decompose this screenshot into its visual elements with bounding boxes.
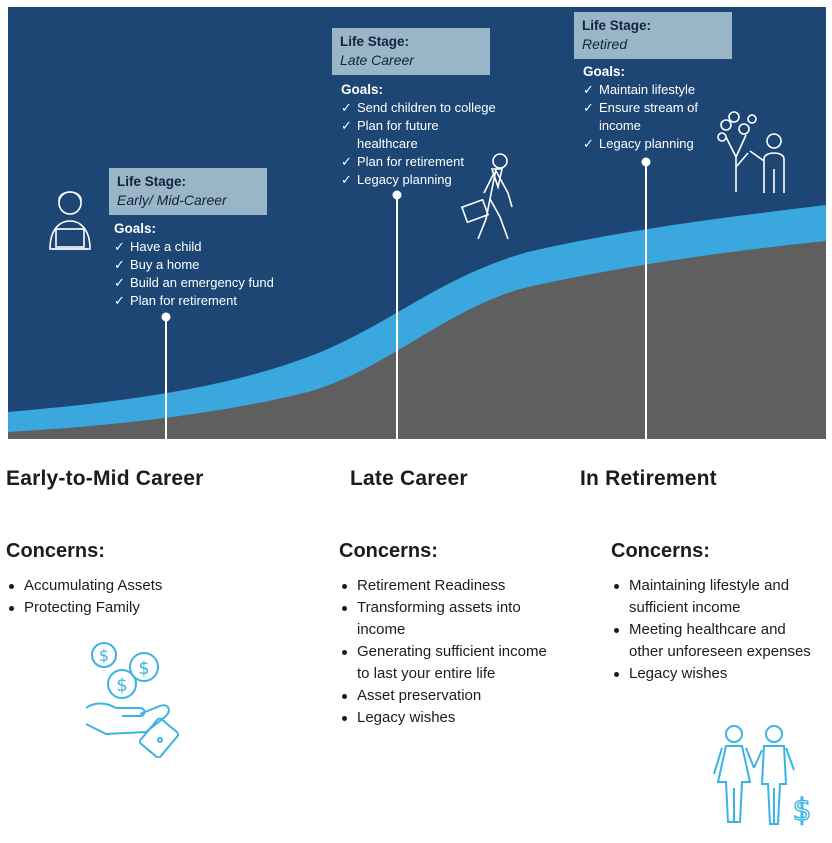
goal-item: Ensure stream of income [583,99,711,135]
concerns-heading-early: Concerns: [6,540,105,562]
concerns-heading-late: Concerns: [339,540,438,562]
goal-item: Legacy planning [583,135,723,153]
stage-box-late: Life Stage: Late Career [332,28,490,75]
section-title-early: Early-to-Mid Career [6,467,204,490]
goal-item: Maintain lifestyle [583,81,723,99]
goal-item: Buy a home [114,256,314,274]
concern-item: Generating sufficient income to last you… [339,641,551,685]
ground-area [8,241,826,439]
life-stage-banner: Life Stage: Early/ Mid-Career Life Stage… [8,7,826,439]
svg-text:$: $ [99,646,109,665]
goals-late: Goals: Send children to college Plan for… [341,81,521,189]
goal-item: Plan for retirement [341,153,521,171]
concerns-list-late: Retirement Readiness Transforming assets… [339,575,551,729]
svg-text:$: $ [116,675,127,696]
goal-item: Send children to college [341,99,521,117]
concerns-list-early: Accumulating Assets Protecting Family [6,575,306,619]
goal-item: Have a child [114,238,314,256]
concern-item: Retirement Readiness [339,575,551,597]
concern-item: Maintaining lifestyle and sufficient inc… [611,575,821,619]
goals-label: Goals: [583,64,626,79]
section-title-late: Late Career [350,467,468,490]
goals-early: Goals: Have a child Buy a home Build an … [114,220,314,310]
concern-item: Transforming assets into income [339,597,551,641]
concern-item: Protecting Family [6,597,306,619]
concern-item: Legacy wishes [611,663,821,685]
goal-item: Plan for future healthcare [341,117,477,153]
stage-box-retired: Life Stage: Retired [574,12,732,59]
svg-text:$: $ [138,658,149,679]
goals-label: Goals: [341,82,384,97]
goals-label: Goals: [114,221,157,236]
stage-label: Life Stage: [582,18,652,33]
concern-item: Legacy wishes [339,707,551,729]
stage-label: Life Stage: [117,174,187,189]
stage-value: Late Career [340,52,414,68]
section-title-retired: In Retirement [580,467,717,490]
timeline-pin-early [161,312,171,439]
person-laptop-icon [49,191,91,250]
timeline-pin-retired [641,157,651,439]
stage-label: Life Stage: [340,34,410,49]
concern-item: Asset preservation [339,685,551,707]
concern-item: Meeting healthcare and other unforeseen … [611,619,821,663]
svg-text:$: $ [792,793,811,828]
stage-value: Early/ Mid-Career [117,192,227,208]
goal-item: Build an emergency fund [114,274,314,292]
concern-item: Accumulating Assets [6,575,306,597]
banner-background [8,7,826,439]
concerns-heading-retired: Concerns: [611,540,710,562]
concerns-list-retired: Maintaining lifestyle and sufficient inc… [611,575,821,685]
goals-retired: Goals: Maintain lifestyle Ensure stream … [583,63,723,153]
stage-box-early: Life Stage: Early/ Mid-Career [109,168,267,215]
retired-couple-dollar-icon: $ [706,722,816,835]
hand-coins-icon: $ $ $ [82,636,186,763]
goal-item: Plan for retirement [114,292,314,310]
goal-item: Legacy planning [341,171,521,189]
stage-value: Retired [582,36,628,52]
timeline-pin-late [392,190,402,439]
